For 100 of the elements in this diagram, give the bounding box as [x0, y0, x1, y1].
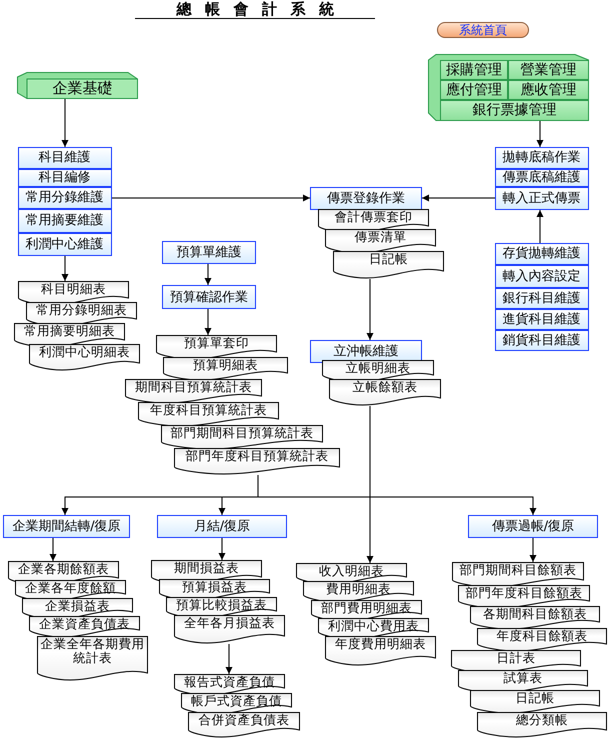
module-block: [508, 60, 589, 80]
report-label: 年度費用明細表: [334, 637, 427, 651]
report-label: 科目明細表: [40, 282, 107, 296]
report-label: 利潤中心明細表: [38, 345, 131, 359]
report-label: 預算損益表: [181, 580, 248, 594]
report-document: [174, 448, 340, 475]
menu-item-box: [157, 515, 287, 538]
menu-item-box: [494, 288, 588, 308]
menu-item-box: [18, 186, 112, 208]
report-label: 年度科目預算統計表: [149, 403, 268, 417]
menu-item-label: 預算確認作業: [170, 290, 248, 304]
menu-item-box: [162, 241, 256, 264]
arrow: [536, 120, 544, 148]
arrow: [422, 194, 496, 202]
report-document: [477, 628, 607, 652]
arrow: [530, 538, 536, 562]
module-label: 採購管理: [446, 62, 502, 78]
module-label: 應收管理: [520, 82, 576, 98]
arrow: [62, 98, 68, 148]
menu-item-label: 常用摘要維護: [26, 213, 104, 228]
module-block: [440, 60, 508, 80]
menu-item-box: [162, 285, 256, 309]
report-label: 立帳餘額表: [352, 380, 418, 394]
module-block: [17, 72, 138, 99]
report-label: 報告式資產負債: [183, 675, 276, 689]
arrow: [226, 644, 232, 674]
home-button: 系統首頁: [437, 22, 529, 38]
report-label: 期間損益表: [173, 561, 240, 575]
menu-item-label: 銷貨科目維護: [502, 332, 580, 348]
module-block: [508, 80, 589, 100]
menu-item-box: [310, 187, 422, 210]
arrow: [366, 278, 374, 340]
menu-item-label: 科目編修: [38, 170, 90, 185]
menu-item-box: [494, 308, 588, 330]
report-label: 收入明細表: [318, 564, 385, 578]
menu-item-label: 存貨拋轉維護: [502, 246, 580, 261]
report-document: [174, 615, 285, 644]
menu-item-label: 科目維護: [38, 150, 90, 165]
report-label: 日記帳: [514, 691, 556, 705]
menu-item-label: 立沖帳維護: [334, 344, 398, 359]
arrow: [536, 210, 544, 244]
arrow: [62, 256, 68, 282]
report-label: 帳戶式資產負債: [190, 694, 283, 708]
menu-item-box: [18, 168, 112, 186]
menu-item-label: 月結/復原: [194, 519, 250, 534]
report-document: [29, 344, 140, 371]
menu-item-label: 傳票過帳/復原: [492, 519, 574, 534]
menu-panel: [18, 147, 112, 256]
menu-item-label: 傳票底稿維護: [502, 170, 580, 185]
menu-item-box: [494, 242, 588, 264]
diagram-title: 總帳會計系統: [135, 0, 375, 19]
menu-item-box: [494, 168, 588, 186]
report-document: [333, 251, 444, 279]
menu-item-box: [3, 515, 130, 538]
report-label: 合併資產負債表: [198, 713, 290, 727]
arrow: [258, 474, 536, 516]
arrow: [112, 194, 310, 202]
report-label: 各期間科目餘額表: [482, 607, 588, 621]
report-label: 預算單套印: [183, 336, 250, 350]
report-label: 總分類帳: [515, 713, 569, 727]
report-label: 全年各月損益表: [183, 616, 276, 630]
report-label: 日記帳: [368, 252, 409, 266]
menu-item-box: [468, 515, 598, 538]
report-label: 部門年度科目預算統計表: [184, 449, 330, 463]
menu-panel: [495, 147, 589, 210]
menu-item-box: [18, 232, 112, 256]
report-document: [477, 712, 607, 738]
module-label: 營業管理: [520, 62, 576, 78]
menu-panel: [495, 243, 589, 351]
module-label: 銀行票據管理: [472, 103, 556, 118]
menu-item-box: [494, 330, 588, 350]
report-label: 立帳明細表: [344, 361, 412, 375]
menu-item-label: 傳票登錄作業: [327, 191, 405, 206]
menu-item-label: 企業期間結轉/復原: [12, 519, 121, 534]
menu-item-box: [494, 264, 588, 288]
menu-item-box: [18, 146, 112, 168]
menu-item-label: 常用分錄維護: [26, 190, 104, 205]
menu-item-label: 利潤中心維護: [26, 236, 104, 252]
report-label: 常用分錄明細表: [35, 303, 128, 317]
report-label: 常用摘要明細表: [23, 324, 116, 338]
menu-item-label: 銀行科目維護: [502, 290, 580, 306]
report-document: [188, 712, 300, 738]
menu-item-label: 轉入內容設定: [502, 268, 580, 284]
arrow: [218, 538, 226, 560]
report-label: 企業損益表: [44, 599, 111, 613]
menu-item-label: 進貨科目維護: [502, 312, 580, 326]
arrow: [50, 538, 56, 562]
arrow: [204, 308, 212, 336]
module-panel: [428, 54, 589, 121]
report-document: [125, 379, 262, 404]
report-document: [138, 402, 279, 427]
report-label: 日計表: [496, 651, 536, 665]
report-label: 部門年度科目餘額表: [464, 586, 584, 600]
report-document: [470, 690, 600, 714]
report-label: 年度科目餘額表: [496, 629, 588, 643]
report-label: 企業各期餘額表: [17, 562, 110, 576]
module-label: 應付管理: [446, 82, 502, 98]
report-label: 預算明細表: [192, 358, 259, 372]
menu-item-label: 轉入正式傳票: [502, 190, 580, 206]
menu-item-label: 拋轉底稿作業: [502, 150, 580, 165]
